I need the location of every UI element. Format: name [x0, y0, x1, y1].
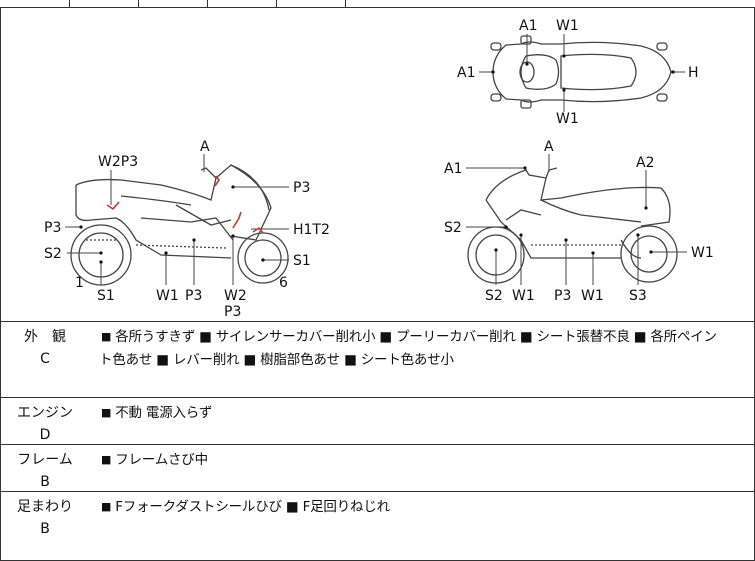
category-label: 足まわり [17, 499, 73, 515]
label-left-H1T2: H1T2 [293, 222, 330, 238]
bullet-square-icon: ■ [101, 453, 112, 466]
label-left-W1: W1 [156, 288, 179, 304]
row-suspension: 足まわり B ■Fフォークダストシールひび ■ F足回りねじれ [0, 492, 755, 561]
label-left-1: 1 [75, 275, 84, 291]
top-view-labels: A1 W1 A1 H W1 [457, 18, 699, 127]
notes-line-2: ト色あせ ■ レバー削れ ■ 樹脂部色あせ ■ シート色あせ小 [99, 352, 454, 368]
category-label: エンジン [17, 405, 73, 421]
previous-table-strip [0, 0, 755, 8]
label-left-P3-lowest: P3 [224, 304, 241, 320]
label-left-P3-bottom: P3 [185, 288, 202, 304]
label-right-A1: A1 [444, 161, 462, 177]
label-left-S1-bottom: S1 [97, 288, 115, 304]
notes-cell: ■不動 電源入らず [99, 402, 744, 425]
label-right-W1-bottom: W1 [512, 288, 535, 304]
label-top-W1-upper: W1 [556, 18, 579, 34]
label-right-P3-bottom: P3 [554, 288, 571, 304]
row-exterior: 外 観 C ■各所うすきず ■ サイレンサーカバー削れ小 ■ プーリーカバー削れ… [0, 322, 755, 398]
bullet-square-icon: ■ [101, 500, 112, 513]
label-top-A1-front: A1 [519, 18, 537, 34]
label-right-W1-right: W1 [691, 245, 714, 261]
bullet-square-icon: ■ [101, 330, 112, 343]
notes-line-1: フレームさび中 [115, 452, 208, 468]
label-right-S2-bottom: S2 [485, 288, 503, 304]
leader-lines [65, 34, 687, 285]
category-label: 外 観 [24, 329, 66, 345]
label-left-S2: S2 [44, 246, 62, 262]
category-cell: 足まわり B [1, 492, 89, 540]
scooter-diagram-svg: A1 W1 A1 H W1 W2P3 A P3 P3 H1T2 S2 S1 1 … [44, 18, 714, 320]
label-left-A: A [200, 139, 210, 155]
label-left-P3-right: P3 [293, 180, 310, 196]
damage-marks [106, 175, 264, 234]
notes-line-1: 不動 電源入らず [115, 405, 213, 421]
notes-cell: ■各所うすきず ■ サイレンサーカバー削れ小 ■ プーリーカバー削れ ■ シート… [99, 326, 744, 371]
grade-label: B [40, 474, 50, 490]
top-view-scooter [490, 35, 672, 109]
category-cell: フレーム B [1, 445, 89, 493]
right-view-labels: A1 A A2 S2 W1 S2 W1 P3 W1 S3 [444, 139, 714, 304]
label-left-6: 6 [279, 275, 288, 291]
label-top-W1-lower: W1 [556, 111, 579, 127]
notes-line-1: 各所うすきず ■ サイレンサーカバー削れ小 ■ プーリーカバー削れ ■ シート張… [115, 329, 717, 345]
label-left-W2: W2 [224, 288, 247, 304]
category-cell: エンジン D [1, 398, 89, 446]
scooter-damage-diagram: A1 W1 A1 H W1 W2P3 A P3 P3 H1T2 S2 S1 1 … [0, 7, 755, 322]
row-engine: エンジン D ■不動 電源入らず [0, 398, 755, 445]
notes-cell: ■Fフォークダストシールひび ■ F足回りねじれ [99, 496, 744, 519]
grade-label: B [40, 521, 50, 537]
label-left-P3-left: P3 [44, 220, 61, 236]
notes-line-1: Fフォークダストシールひび ■ F足回りねじれ [115, 499, 390, 515]
left-view-scooter [70, 164, 289, 286]
bullet-square-icon: ■ [101, 406, 112, 419]
grade-label: D [39, 427, 51, 443]
label-left-W2P3: W2P3 [98, 154, 138, 170]
row-frame: フレーム B ■フレームさび中 [0, 445, 755, 492]
category-cell: 外 観 C [1, 322, 89, 370]
grade-label: C [40, 351, 50, 367]
label-right-W1-bottom2: W1 [581, 288, 604, 304]
label-top-H: H [688, 65, 699, 81]
label-top-A1-side: A1 [457, 65, 475, 81]
label-right-S3: S3 [629, 288, 647, 304]
notes-cell: ■フレームさび中 [99, 449, 744, 472]
label-dots [79, 54, 675, 264]
category-label: フレーム [17, 452, 73, 468]
left-view-labels: W2P3 A P3 P3 H1T2 S2 S1 1 S1 W1 P3 W2 P3… [44, 139, 330, 320]
label-right-A2: A2 [636, 155, 654, 171]
label-right-S2-left: S2 [444, 220, 462, 236]
label-left-S1-right: S1 [293, 253, 311, 269]
label-right-A: A [544, 139, 554, 155]
